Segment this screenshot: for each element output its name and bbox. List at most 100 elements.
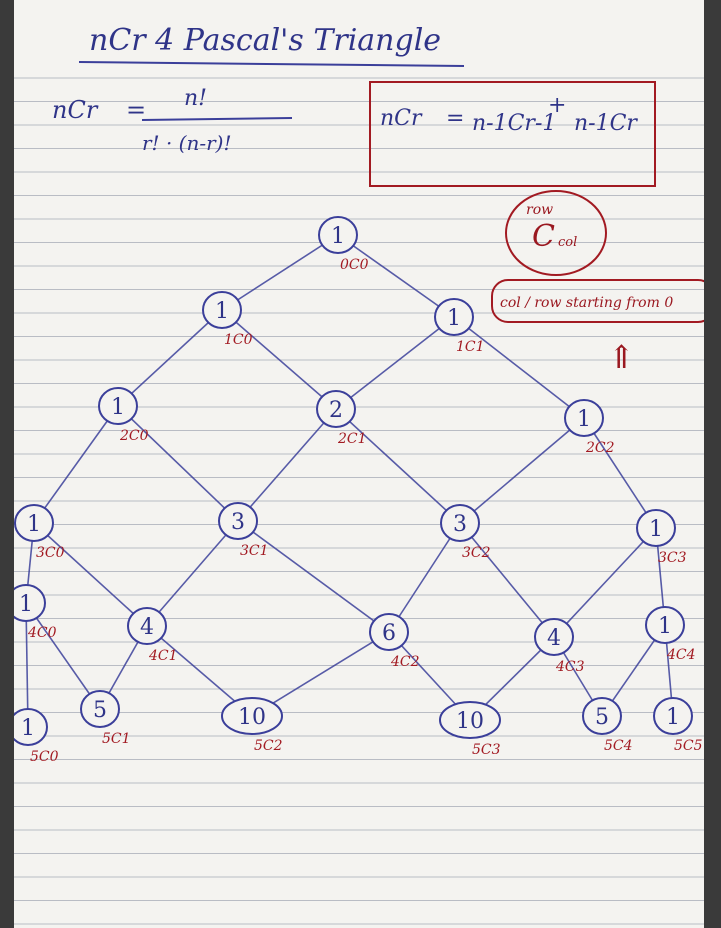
node-value: 3 bbox=[453, 512, 467, 537]
node-combination-label: 3C3 bbox=[658, 550, 687, 566]
node-value: 1 bbox=[666, 705, 680, 730]
recurrence-formula-box: nCr = n-1Cr-1 + n-1Cr bbox=[369, 81, 656, 187]
node-value: 1 bbox=[27, 512, 41, 537]
triangle-edge bbox=[459, 522, 555, 638]
triangle-edge bbox=[221, 234, 339, 311]
node-circle bbox=[202, 291, 242, 329]
node-combination-label: 5C3 bbox=[472, 742, 501, 758]
node-combination-label: 5C2 bbox=[254, 738, 283, 754]
triangle-node: 10 5C2 bbox=[221, 697, 283, 754]
triangle-node: 5 5C1 bbox=[80, 690, 131, 747]
node-circle bbox=[434, 298, 474, 336]
node-combination-label: 4C2 bbox=[390, 654, 420, 670]
node-value: 1 bbox=[649, 517, 663, 542]
triangle-node: 1 3C3 bbox=[636, 509, 687, 566]
node-circle bbox=[221, 697, 283, 735]
node-circle bbox=[318, 216, 358, 254]
triangle-node: 1 1C1 bbox=[434, 298, 485, 355]
triangle-edge bbox=[117, 309, 223, 407]
triangle-edge bbox=[25, 602, 101, 710]
bubble-c: C bbox=[532, 219, 555, 254]
triangle-edge bbox=[33, 522, 148, 627]
node-circle bbox=[218, 502, 258, 540]
node-circle bbox=[645, 606, 685, 644]
node-circle bbox=[127, 607, 167, 645]
node-value: 4 bbox=[140, 615, 154, 640]
pascal-triangle-diagram: nCr 4 Pascal's Triangle nCr = n! r! · (n… bbox=[14, 23, 704, 925]
notebook-page: nCr 4 Pascal's Triangle nCr = n! r! · (n… bbox=[14, 0, 704, 928]
node-combination-label: 0C0 bbox=[340, 257, 369, 273]
recurrence-term2: n-1Cr bbox=[574, 111, 638, 136]
recurrence-term1: n-1Cr-1 bbox=[472, 111, 556, 136]
node-combination-label: 2C0 bbox=[119, 428, 149, 444]
recurrence-lhs: nCr bbox=[380, 106, 423, 131]
node-value: 2 bbox=[329, 398, 343, 423]
node-value: 1 bbox=[331, 224, 345, 249]
node-circle bbox=[440, 504, 480, 542]
triangle-edge bbox=[335, 408, 461, 524]
title-underline bbox=[78, 61, 465, 67]
node-combination-label: 5C1 bbox=[102, 731, 131, 747]
page-title: nCr 4 Pascal's Triangle bbox=[89, 23, 441, 58]
triangle-edge bbox=[33, 405, 119, 524]
node-circle bbox=[534, 618, 574, 656]
node-combination-label: 4C0 bbox=[27, 625, 57, 641]
node-circle bbox=[369, 613, 409, 651]
node-combination-label: 4C4 bbox=[666, 647, 696, 663]
triangle-node: 1 4C0 bbox=[14, 584, 57, 641]
triangle-node: 10 5C3 bbox=[439, 701, 501, 758]
bubble-row-label: row bbox=[526, 202, 553, 218]
node-combination-label: 3C2 bbox=[462, 545, 491, 561]
node-value: 1 bbox=[19, 592, 33, 617]
red-annotation: row C col col / row starting from 0 ⇑ bbox=[491, 190, 704, 376]
node-combination-label: 5C4 bbox=[604, 738, 633, 754]
combination-formula: nCr = n! r! · (n-r)! bbox=[52, 86, 293, 155]
node-circle bbox=[14, 584, 46, 622]
triangle-edge bbox=[453, 316, 585, 419]
node-circle bbox=[98, 387, 138, 425]
node-value: 3 bbox=[231, 510, 245, 535]
node-value: 5 bbox=[595, 705, 609, 730]
node-value: 1 bbox=[577, 407, 591, 432]
triangle-node: 6 4C2 bbox=[369, 613, 420, 670]
node-combination-label: 3C1 bbox=[240, 543, 269, 559]
recurrence-box-border bbox=[369, 81, 656, 187]
node-value: 10 bbox=[238, 705, 266, 730]
ruled-lines bbox=[14, 77, 704, 925]
recurrence-plus: + bbox=[548, 93, 566, 118]
node-circle bbox=[14, 708, 48, 746]
node-combination-label: 2C1 bbox=[337, 431, 367, 447]
triangle-edge bbox=[237, 520, 390, 633]
node-value: 10 bbox=[456, 709, 484, 734]
node-circle bbox=[316, 390, 356, 428]
node-circle bbox=[14, 504, 54, 542]
triangle-node: 1 0C0 bbox=[318, 216, 369, 273]
triangle-edges bbox=[25, 234, 674, 728]
triangle-edge bbox=[583, 417, 657, 529]
node-combination-label: 1C1 bbox=[456, 339, 485, 355]
node-value: 6 bbox=[382, 621, 396, 646]
node-combination-label: 4C3 bbox=[555, 659, 585, 675]
triangle-edge bbox=[459, 417, 585, 524]
triangle-edge bbox=[251, 631, 390, 717]
triangle-node: 3 3C2 bbox=[440, 504, 491, 561]
node-value: 1 bbox=[447, 306, 461, 331]
node-value: 4 bbox=[547, 626, 561, 651]
node-combination-label: 5C0 bbox=[30, 749, 59, 765]
node-value: 5 bbox=[93, 698, 107, 723]
node-value: 1 bbox=[215, 299, 229, 324]
node-circle bbox=[636, 509, 676, 547]
ncr-bubble bbox=[505, 190, 607, 276]
triangle-edge bbox=[146, 520, 239, 627]
node-value: 1 bbox=[21, 716, 35, 741]
triangle-node: 3 3C1 bbox=[218, 502, 269, 559]
fraction-bar bbox=[141, 117, 293, 121]
node-combination-label: 5C5 bbox=[674, 738, 703, 754]
up-arrow-icon: ⇑ bbox=[608, 338, 635, 376]
triangle-edge bbox=[237, 408, 337, 522]
node-combination-label: 4C1 bbox=[148, 648, 178, 664]
